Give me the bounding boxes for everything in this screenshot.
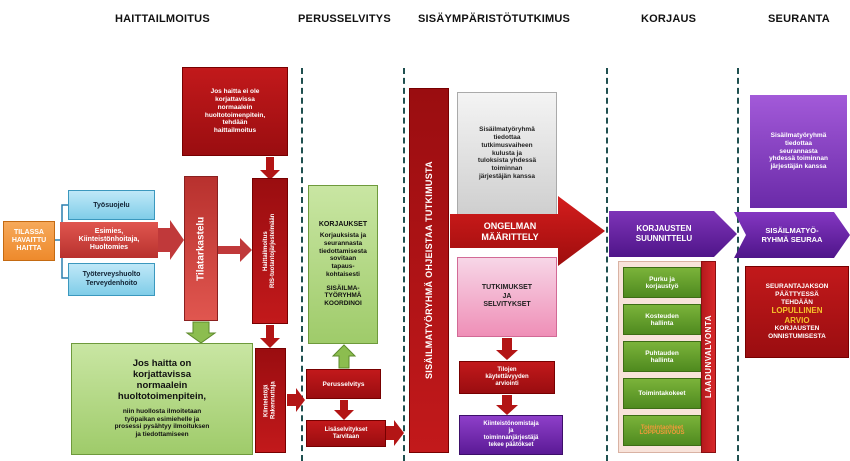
header-perusselvitys: PERUSSELVITYS: [298, 13, 391, 25]
header-korjaus: KORJAUS: [641, 13, 697, 25]
seurantajakso-line2: KORJAUSTEN ONNISTUMISESTA: [768, 325, 826, 341]
korjausten-suunnittelu-label: KORJAUSTEN SUUNNITTELU: [635, 224, 693, 243]
tyosuojelu-box: Työsuojelu: [68, 190, 155, 220]
tilojen-kaytettavyys-box: Tilojen käytettävyyden arviointi: [459, 361, 555, 394]
header-sisaymparisto: SISÄYMPÄRISTÖTUTKIMUS: [418, 13, 571, 25]
header-haittailmoitus: HAITTAILMOITUS: [115, 13, 210, 25]
step-kosteuden-hallinta: Kosteuden hallinta: [623, 304, 701, 335]
seuranta-tiedottaa-box: Sisäilmatyöryhmä tiedottaa seurannasta y…: [750, 95, 847, 208]
step-toimintaohjeet-label: Toimintaohjeet: [640, 425, 684, 431]
perusselvitys-box: Perusselvitys: [306, 369, 381, 399]
laadunvalvonta-bar: LAADUNVALVONTA: [701, 261, 716, 453]
header-seuranta: SEURANTA: [768, 13, 830, 25]
tutkimukset-selvitykset-box: TUTKIMUKSET JA SELVITYKSET: [457, 257, 557, 337]
tilatarkastelu-box: Tilatarkastelu: [184, 176, 218, 321]
tyoterveyshuolto-box: Työterveyshuolto Terveydenhoito: [68, 263, 155, 296]
korjausten-suunnittelu-arrow: [609, 211, 737, 257]
korjaukset-footer: SISÄILMA- TYÖRYHMÄ KOORDINOI: [324, 284, 362, 308]
lopullinen-arvio-highlight: LOPULLINEN ARVIO: [771, 306, 823, 325]
divider-4: [737, 68, 739, 461]
esimies-box: Esimies, Kiinteistönhoitaja, Huoltomies: [60, 222, 158, 258]
kiinteistonomistaja-box: Kiinteistönomistaja ja toiminnanjärjestä…: [459, 415, 563, 455]
divider-2: [403, 68, 405, 461]
haittailmoitus-red-box: Jos haitta ei ole korjattavissa normaale…: [182, 67, 288, 156]
sisailmatyoryhma-ohjeistaa-vertical: SISÄILMATYÖRYHMÄ OHJEISTAA TUTKIMUSTA: [409, 88, 449, 453]
lisaselvitykset-box: Lisäselvitykset Tarvitaan: [306, 420, 386, 447]
divider-3: [606, 68, 608, 461]
korjaukset-body: Korjauksista ja seurannasta tiedottamise…: [319, 231, 367, 278]
seurantajakso-line1: SEURANTAJAKSON PÄÄTTYESSÄ TEHDÄÄN: [765, 282, 829, 306]
divider-1: [301, 68, 303, 461]
green-box-title: Jos haitta on korjattavissa normaalein h…: [117, 358, 207, 402]
huoltotoimenpiteet-green-box: Jos haitta on korjattavissa normaalein h…: [71, 343, 253, 455]
step-loppusiivous-label: LOPPUSIIVOUS: [639, 430, 685, 436]
start-box-tilassa-havaittu-haitta: TILASSA HAVAITTU HAITTA: [3, 221, 55, 261]
rakennuttaja-vertical: Kiinteistöjä Rakennuttaja: [255, 348, 286, 453]
step-puhtauden-hallinta: Puhtauden hallinta: [623, 341, 701, 372]
step-toimintakokeet: Toimintakokeet: [623, 378, 701, 409]
sisailmatyoryhma-seuraa-arrow: [734, 212, 850, 258]
korjaukset-title: KORJAUKSET: [318, 220, 368, 228]
step-purku-korjaustyo: Purku ja korjaustyö: [623, 267, 701, 298]
step-toimintaohjeet: Toimintaohjeet LOPPUSIIVOUS: [623, 415, 701, 446]
ongelman-maarittely-label: ONGELMAN MÄÄRITTELY: [481, 221, 539, 242]
sisailmatyoryhma-seuraa-label: SISÄILMATYÖ- RYHMÄ SEURAA: [761, 226, 823, 244]
green-box-body: niin huollosta ilmoitetaan työpaikan esi…: [114, 407, 210, 439]
ongelman-maarittely-arrow: [450, 196, 605, 266]
haittailmoitus-ris-vertical: Haittailmoitus RIS-tuotantojärjestelmään: [252, 178, 288, 324]
korjaukset-green-box: KORJAUKSET Korjauksista ja seurannasta t…: [308, 185, 378, 344]
seurantajakso-red-box: SEURANTAJAKSON PÄÄTTYESSÄ TEHDÄÄN LOPULL…: [745, 266, 849, 358]
